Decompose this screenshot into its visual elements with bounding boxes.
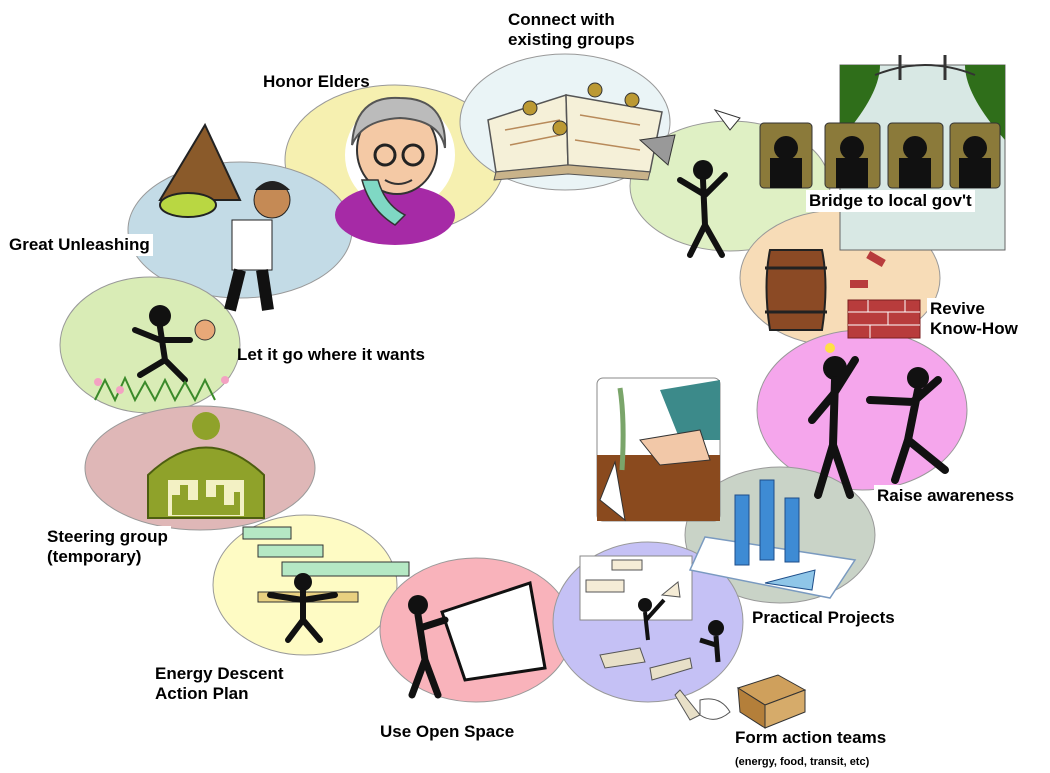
label-let-it-go: Let it go where it wants xyxy=(237,345,425,364)
blueprint-icon xyxy=(688,479,857,599)
label-revive-know-how: Revive Know-How xyxy=(927,298,1021,340)
label-raise-awareness: Raise awareness xyxy=(874,485,1018,507)
council-chairs-icon xyxy=(759,122,1001,189)
timeline-plan-icon xyxy=(242,526,410,643)
blank-paper-icon xyxy=(408,581,547,699)
label-connect-groups: Connect with existing groups xyxy=(508,10,635,49)
label-bridge-gov: Bridge to local gov't xyxy=(806,190,975,212)
label-practical-projects: Practical Projects xyxy=(752,608,895,627)
label-honor-elders: Honor Elders xyxy=(263,72,370,91)
megaphone-man-icon xyxy=(158,122,291,312)
city-steering-icon xyxy=(147,412,265,519)
label-edap: Energy Descent Action Plan xyxy=(155,664,284,703)
cardboard-box-icon xyxy=(736,674,807,729)
barrel-icon xyxy=(765,249,827,331)
planning-board-icon xyxy=(579,555,724,663)
elder-woman-icon xyxy=(335,96,455,245)
running-figure-icon xyxy=(94,305,229,403)
planting-scene-icon xyxy=(596,377,721,522)
two-figures-icon xyxy=(808,343,949,499)
label-open-space: Use Open Space xyxy=(380,722,515,741)
label-action-teams: Form action teams xyxy=(735,728,887,747)
scraps-icon xyxy=(599,647,731,721)
label-great-unleashing: Great Unleashing xyxy=(6,234,153,256)
brick-wall-icon xyxy=(847,251,921,339)
stick-figure-juggling-icon xyxy=(638,109,741,258)
label-steering-group: Steering group (temporary) xyxy=(44,526,171,568)
label-action-teams-sub: (energy, food, transit, etc) xyxy=(735,756,870,768)
map-book-icon xyxy=(487,82,663,181)
